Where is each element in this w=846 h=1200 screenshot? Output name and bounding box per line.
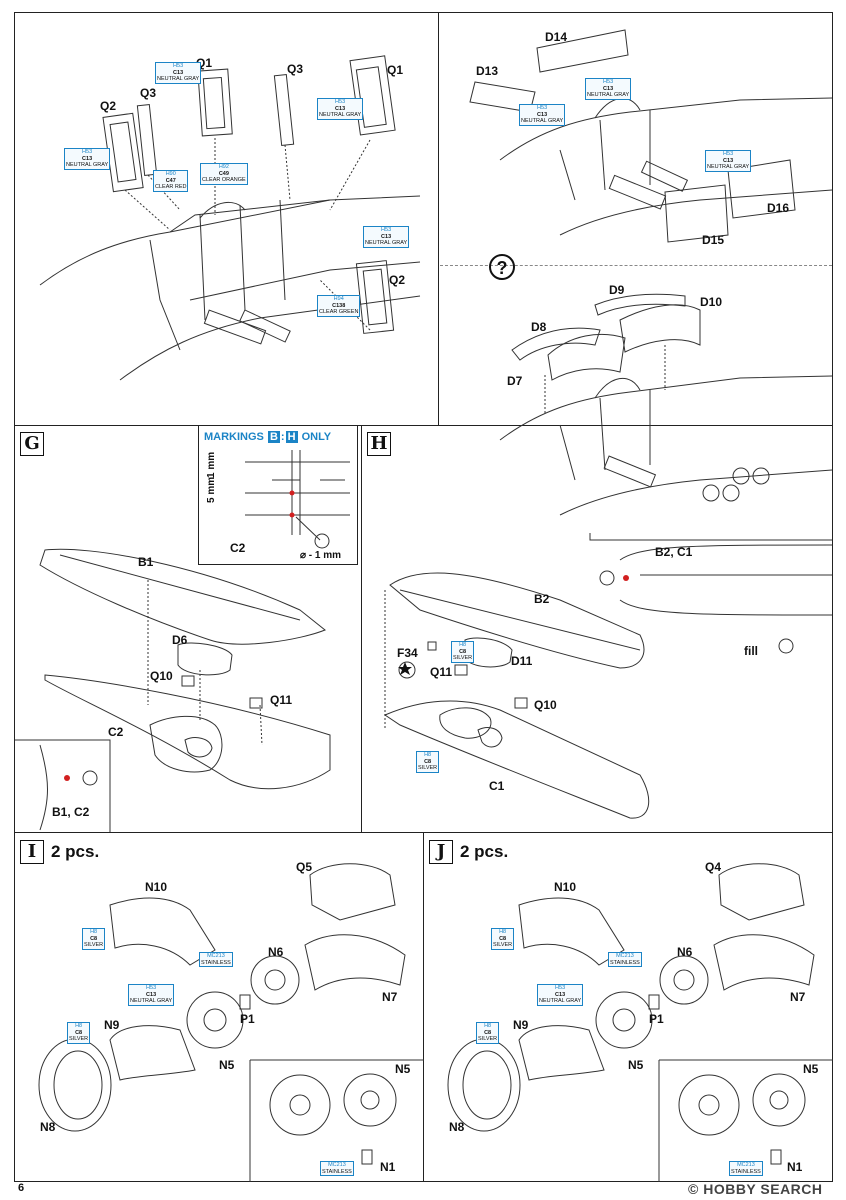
label-d13: D13 [476,64,499,78]
panel-step-j [423,832,833,1182]
markings-header: MARKINGS B:H ONLY [204,431,332,443]
markings-inset [198,425,358,565]
label-c2-detail: C2 [230,541,246,555]
label-n10: N10 [145,880,168,894]
label-n1: N1 [380,1160,396,1174]
panel-top-left [14,12,439,426]
label-n5: N5 [219,1058,235,1072]
quantity-label: 2 pcs. [51,842,100,861]
label-d9: D9 [609,283,625,297]
drill-size: ⌀ - 1 mm [300,550,342,561]
label-q11: Q11 [270,693,293,707]
label-d15: D15 [702,233,725,247]
label-n7: N7 [382,990,398,1004]
optional-question-icon: ? [489,254,515,280]
label-b1: B1 [138,555,154,569]
label-q4: Q4 [705,860,722,874]
step-h-badge: H [367,432,391,456]
label-p1: P1 [649,1012,664,1026]
label-d11: D11 [511,654,533,668]
label-q3-a: Q3 [287,62,304,76]
step-g-badge: G [20,432,44,456]
label-n10: N10 [554,880,577,894]
label-n6: N6 [268,945,284,959]
step-j-badge: J [429,840,453,864]
label-q5: Q5 [296,860,313,874]
label-n7: N7 [790,990,806,1004]
label-n9: N9 [513,1018,529,1032]
watermark: © HOBBY SEARCH [688,1181,823,1197]
panel-step-i [14,832,424,1182]
label-n5: N5 [628,1058,644,1072]
label-d7: D7 [507,374,523,388]
label-n8: N8 [449,1120,465,1134]
label-q3-b: Q3 [140,86,157,100]
label-b2-c1: B2, C1 [655,545,693,559]
label-q11: Q11 [430,665,453,679]
label-c2: C2 [108,725,124,739]
label-b2: B2 [534,592,550,606]
label-c1: C1 [489,779,505,793]
top-right-divider [440,265,832,266]
label-n6: N6 [677,945,693,959]
step-i-badge: I [20,840,44,864]
label-p1: P1 [240,1012,255,1026]
label-d8: D8 [531,320,547,334]
label-fill: fill [744,644,758,658]
label-d16: D16 [767,201,790,215]
label-d14: D14 [545,30,568,44]
label-n9: N9 [104,1018,120,1032]
label-q10: Q10 [534,698,557,712]
dim-1mm: 1 mm [206,451,217,478]
quantity-label: 2 pcs. [460,842,509,861]
label-n1: N1 [787,1160,803,1174]
label-f34: F34 [397,646,418,660]
label-q1-b: Q1 [387,63,404,77]
label-q10: Q10 [150,669,173,683]
panel-step-h [361,425,833,833]
label-b1-c2: B1, C2 [52,805,90,819]
label-d10: D10 [700,295,723,309]
label-n5: N5 [395,1062,411,1076]
page-number: 6 [18,1182,25,1194]
label-q2-b: Q2 [389,273,406,287]
label-n8: N8 [40,1120,56,1134]
dim-5mm: 5 mm [206,476,217,503]
label-q2-a: Q2 [100,99,117,113]
label-d6: D6 [172,633,188,647]
label-n5: N5 [803,1062,819,1076]
